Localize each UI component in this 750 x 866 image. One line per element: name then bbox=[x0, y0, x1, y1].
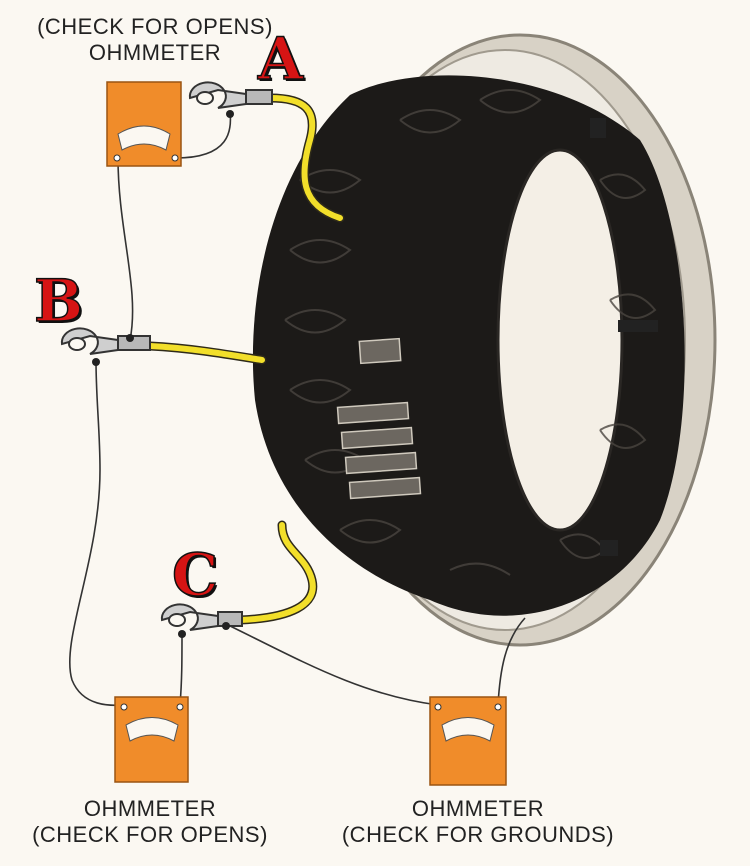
label-b: B bbox=[33, 267, 84, 335]
terminals bbox=[60, 81, 273, 631]
lamination-slots bbox=[336, 337, 422, 500]
meter-dial bbox=[125, 717, 179, 742]
caption-bottom-left: OHMMETER (CHECK FOR OPENS) bbox=[15, 796, 285, 848]
caption-top-left: (CHECK FOR OPENS) OHMMETER bbox=[20, 14, 290, 66]
caption-bottom-right: OHMMETER (CHECK FOR GROUNDS) bbox=[338, 796, 618, 848]
label-a: A bbox=[257, 25, 304, 93]
stator bbox=[252, 33, 717, 647]
stator-bore bbox=[496, 148, 624, 532]
terminal-c bbox=[160, 603, 243, 631]
ohmmeter-bottom-left bbox=[114, 696, 189, 783]
ohmmeter-top bbox=[106, 81, 182, 167]
label-c: C bbox=[171, 541, 219, 609]
caption-bottom-right-line1: OHMMETER bbox=[411, 796, 545, 821]
terminal-a bbox=[188, 81, 273, 109]
caption-bottom-left-line1: OHMMETER bbox=[83, 796, 217, 821]
caption-top-left-line2: OHMMETER bbox=[88, 40, 222, 65]
meter-test-leads bbox=[68, 111, 526, 707]
meter-dial bbox=[441, 717, 495, 742]
terminal-b bbox=[60, 327, 151, 355]
meter-dial bbox=[117, 125, 171, 151]
caption-top-left-line1: (CHECK FOR OPENS) bbox=[37, 14, 273, 39]
caption-bottom-right-line2: (CHECK FOR GROUNDS) bbox=[341, 822, 615, 847]
ohmmeter-bottom-right bbox=[429, 696, 507, 786]
caption-bottom-left-line2: (CHECK FOR OPENS) bbox=[32, 822, 268, 847]
stator-leads bbox=[145, 93, 345, 625]
